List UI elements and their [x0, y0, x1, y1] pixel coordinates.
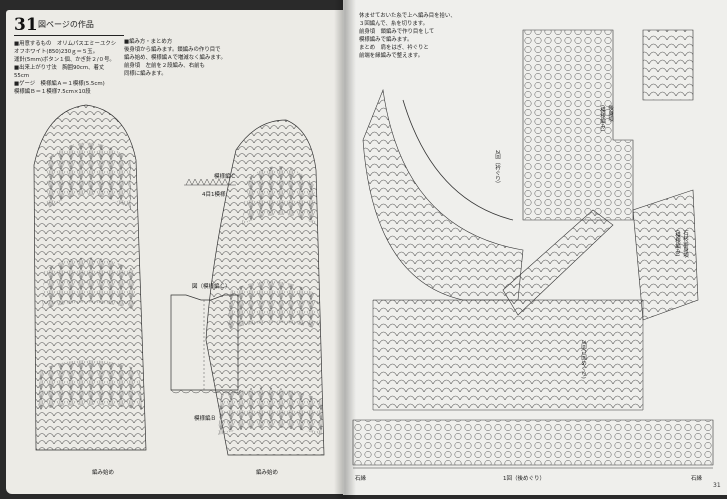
label-start-b: 編み始め [92, 470, 115, 476]
label-edge-left: 石縁 [355, 476, 367, 482]
pattern-c-band [184, 178, 236, 186]
crochet-chart-left [33, 104, 325, 456]
schematic-diagram [170, 294, 242, 394]
method-text: ■編み方・まとめ方 後身頃から編みます。鎖編みの作り目で 編み始め、模様編Ａで増… [124, 39, 226, 77]
pineapple-motif [218, 387, 322, 435]
pineapple-motif [46, 142, 131, 210]
back-body-chart [522, 29, 634, 221]
label-pattern-repeat: 4目1模様 [202, 192, 226, 198]
label-bottom-band: 1回（後めぐり） [503, 476, 545, 482]
label-back-neck: 2回（衿ぐり） [494, 150, 500, 187]
label-border: 3回(1回めぐり) [580, 340, 586, 379]
label-front-lace: 石杉前身頃 (模様編み) [674, 230, 688, 258]
pineapple-motif [226, 281, 320, 330]
left-page: 31 図ページの作品 ■用意するもの オリムパスエミーユクシ オフホワイト(85… [6, 10, 346, 494]
intro-text: 休ませておいた糸で上へ編み目を拾い、 ３回編んで、糸を切ります。 前身頃 鎖編み… [359, 13, 456, 59]
right-page: 休ませておいた糸で上へ編み目を拾い、 ３回編んで、糸を切ります。 前身頃 鎖編み… [343, 0, 727, 495]
label-pattern-b: 模様編Ｂ [194, 416, 217, 422]
label-diagram-title: 図（模様編Ｃ） [192, 284, 231, 290]
pineapple-motif [38, 360, 142, 410]
header-rule [14, 35, 124, 36]
pineapple-motif [242, 166, 316, 225]
label-pattern-c: 模様編Ｃ [214, 174, 237, 180]
label-edge-right: 石縁 [691, 476, 703, 482]
materials-text: ■用意するもの オリムパスエミーユクシ オフホワイト(850)230ｇ＝５玉。 … [14, 41, 117, 95]
label-start: 編み始め [256, 470, 279, 476]
neck-curve-line [402, 99, 514, 221]
book-gutter [334, 0, 356, 499]
page-number: 31 [713, 482, 721, 489]
neck-border-chart [362, 88, 524, 301]
lower-mesh-chart [372, 299, 644, 411]
page-header-title: 図ページの作品 [38, 20, 94, 29]
crochet-chart-right [352, 29, 714, 469]
bottom-band-chart [352, 419, 714, 466]
front-lace-chart [632, 189, 699, 321]
page-header-number: 31 [14, 15, 38, 35]
small-chart [642, 29, 694, 101]
pineapple-motif [42, 257, 136, 310]
label-back-body: 後身頃 (模様編み) [599, 105, 613, 132]
